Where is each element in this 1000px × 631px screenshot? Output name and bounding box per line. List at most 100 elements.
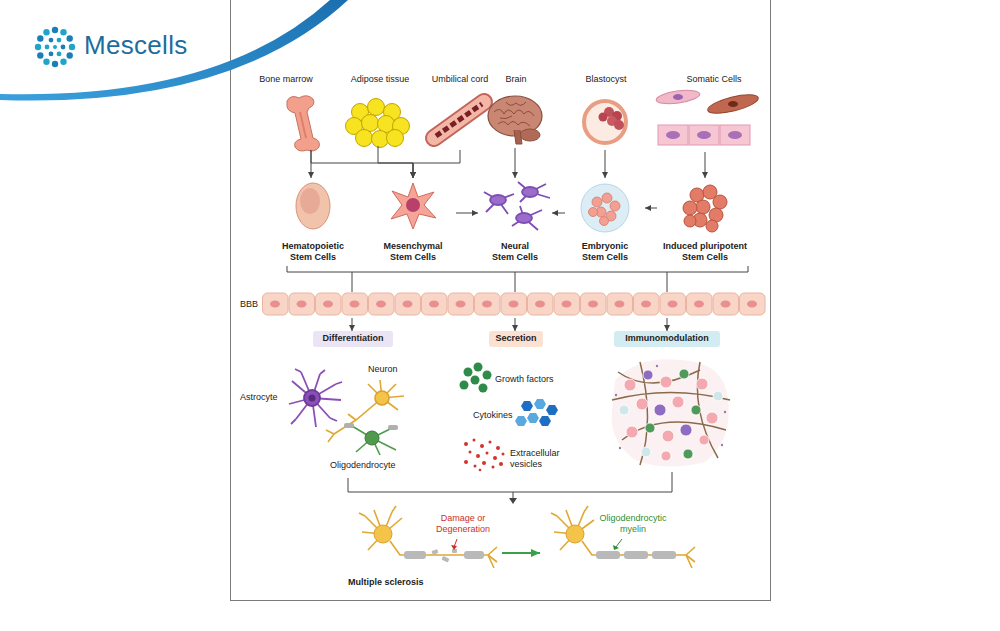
bbb-cell	[475, 293, 501, 315]
damaged-neuron: Damage or DegenerationMultiple sclerosis	[338, 505, 502, 593]
damaged-neuron-illustration	[359, 506, 497, 568]
bbb-nucleus	[668, 301, 678, 308]
bbb-nucleus	[535, 301, 545, 308]
bbb-nucleus	[588, 301, 598, 308]
bbb-nucleus	[297, 301, 307, 308]
astrocyte-illustration	[289, 369, 342, 427]
source-node: Somatic Cells	[660, 74, 768, 152]
connector-arrow	[645, 208, 657, 209]
blastocyst-illustration	[584, 101, 626, 143]
bbb-cell	[528, 293, 554, 315]
somatic-cells-illustration	[655, 88, 760, 145]
connector-arrow	[705, 152, 706, 178]
bbb-cell	[369, 293, 395, 315]
bone-illustration	[287, 96, 319, 151]
connector-arrow	[552, 213, 565, 214]
cell-type-group: NeuronAstrocyteOligodendrocyte	[238, 360, 418, 474]
bbb-cell	[660, 293, 686, 315]
node-label: Neuron	[368, 364, 398, 375]
stem-cell-node: Embryonic Stem Cells	[565, 178, 645, 266]
nsc-illustration	[484, 182, 550, 230]
source-node: Brain	[486, 74, 546, 148]
growth-factor-dots	[460, 363, 492, 393]
bbb-band: BBB	[238, 291, 768, 318]
bbb-nucleus	[429, 301, 439, 308]
bbb-nucleus	[562, 301, 572, 308]
node-label: Hematopoietic Stem Cells	[278, 241, 348, 263]
cytokine-hexagons	[515, 399, 558, 426]
ipsc-illustration	[683, 185, 727, 232]
source-node: Umbilical cord	[424, 74, 496, 150]
connector-arrow	[378, 146, 413, 178]
hsc-illustration	[296, 183, 330, 229]
node-label: Umbilical cord	[432, 74, 489, 85]
node-label: Brain	[505, 74, 526, 85]
node-label: Secretion	[495, 333, 536, 344]
bbb-nucleus	[456, 301, 466, 308]
bbb-cell	[581, 293, 607, 315]
bbb-cell	[501, 293, 527, 315]
node-label: Induced pluripotent Stem Cells	[659, 241, 751, 263]
repaired-neuron: Oligodendrocytic myelin	[540, 505, 700, 589]
bbb-cell	[448, 293, 474, 315]
node-label: Extracellular vesicles	[510, 448, 565, 470]
node-label: Oligodendrocytic myelin	[598, 513, 668, 535]
msc-illustration	[391, 183, 436, 229]
connector-arrow	[352, 318, 353, 331]
stem-cell-node: Mesenchymal Stem Cells	[370, 178, 456, 266]
bbb-nucleus	[747, 301, 757, 308]
node-label: Astrocyte	[240, 392, 278, 403]
stem-cell-node: Hematopoietic Stem Cells	[270, 178, 356, 266]
brand-swoosh	[0, 0, 348, 101]
bbb-cell	[342, 293, 368, 315]
connector-arrow	[502, 552, 540, 554]
node-label: Neural Stem Cells	[490, 241, 540, 263]
brand-logo-text: Mescells	[84, 31, 188, 60]
node-label: BBB	[240, 299, 258, 310]
vesicle-dots	[464, 439, 505, 472]
bbb-cell	[634, 293, 660, 315]
node-label: Cytokines	[473, 410, 513, 421]
node-label: Bone marrow	[259, 74, 313, 85]
stem-cell-node: Neural Stem Cells	[478, 178, 552, 266]
bbb-nucleus	[376, 301, 386, 308]
connector-arrow	[456, 213, 478, 214]
node-label: Damage or Degeneration	[433, 513, 493, 535]
repaired-neuron-illustration	[551, 506, 695, 568]
node-label: Mesenchymal Stem Cells	[378, 241, 448, 263]
bbb-cell	[316, 293, 342, 315]
bbb-cell	[554, 293, 580, 315]
merge-arrowhead	[509, 498, 517, 504]
source-node: Blastocyst	[578, 74, 634, 150]
bbb-cell	[713, 293, 739, 315]
immune-tissue-illustration	[611, 359, 730, 466]
node-label: Embryonic Stem Cells	[576, 241, 634, 263]
mechanism-pill: Secretion	[489, 331, 543, 347]
connector-arrow	[515, 318, 516, 331]
connector-arrow	[515, 148, 516, 178]
node-label: Growth factors	[495, 374, 554, 385]
connector-arrow	[605, 150, 606, 178]
bbb-nucleus	[323, 301, 333, 308]
node-label: Oligodendrocyte	[330, 460, 396, 471]
bbb-cell	[607, 293, 633, 315]
mechanism-pill: Immunomodulation	[614, 331, 720, 347]
bbb-cell	[289, 293, 315, 315]
node-label: Somatic Cells	[686, 74, 741, 85]
bbb-cell	[687, 293, 713, 315]
merge-bracket	[348, 472, 672, 499]
oligodendrocyte-illustration	[344, 423, 398, 455]
source-node: Bone marrow	[250, 74, 322, 150]
bbb-nucleus	[694, 301, 704, 308]
esc-illustration	[581, 184, 629, 232]
mechanism-pill: Differentiation	[313, 331, 393, 347]
bbb-nucleus	[350, 301, 360, 308]
logo-icon	[35, 27, 75, 67]
node-label: Adipose tissue	[351, 74, 410, 85]
bbb-cell	[422, 293, 448, 315]
bbb-nucleus	[641, 301, 651, 308]
bbb-nucleus	[403, 301, 413, 308]
bbb-cells	[263, 293, 766, 315]
